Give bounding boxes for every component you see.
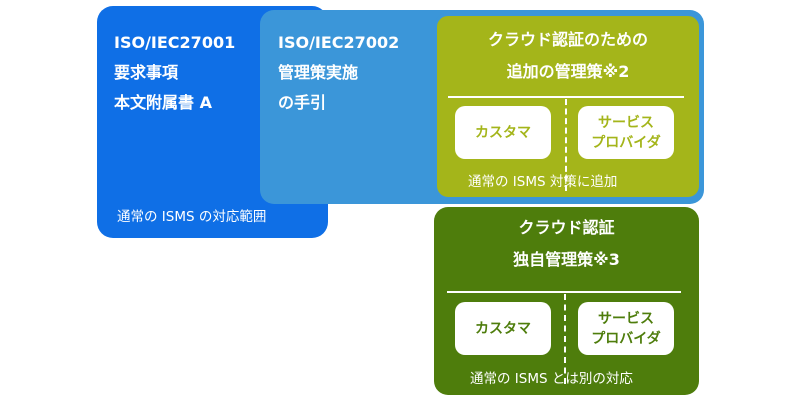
- iso27001-caption: 通常の ISMS の対応範囲: [117, 209, 267, 225]
- cloud-unique-caption: 通常の ISMS とは別の対応: [470, 371, 633, 387]
- iso27002-title-line: の手引: [278, 93, 327, 112]
- service-provider-card: サービス プロバイダ: [578, 106, 674, 159]
- provider-label-line: サービス: [597, 310, 654, 327]
- provider-label-line: プロバイダ: [591, 134, 661, 151]
- divider-line: [448, 96, 684, 98]
- customer-card: カスタマ: [455, 302, 551, 355]
- cloud-additional-title-line: 追加の管理策※2: [506, 62, 630, 81]
- iso27002-title-line: 管理策実施: [278, 63, 359, 82]
- provider-label-line: プロバイダ: [591, 330, 661, 347]
- customer-card: カスタマ: [455, 106, 551, 159]
- cloud-unique-title: クラウド認証 独自管理策※3: [434, 212, 699, 276]
- cloud-additional-title: クラウド認証のための 追加の管理策※2: [434, 24, 702, 88]
- iso27001-title-line: ISO/IEC27001: [114, 33, 236, 52]
- cloud-additional-caption: 通常の ISMS 対策に追加: [468, 174, 618, 190]
- iso27001-title: ISO/IEC27001 要求事項 本文附属書 A: [114, 28, 235, 118]
- cloud-unique-title-line: クラウド認証: [518, 218, 615, 237]
- dashed-separator: [565, 99, 567, 191]
- provider-label-line: サービス: [597, 114, 654, 131]
- iso27001-title-line: 本文附属書 A: [114, 93, 212, 112]
- cloud-unique-controls-box: [434, 207, 699, 395]
- iso27002-title-line: ISO/IEC27002: [278, 33, 400, 52]
- dashed-separator: [564, 294, 566, 384]
- customer-label: カスタマ: [475, 320, 531, 337]
- iso27001-title-line: 要求事項: [114, 63, 179, 82]
- cloud-additional-title-line: クラウド認証のための: [487, 30, 648, 49]
- service-provider-card: サービス プロバイダ: [578, 302, 674, 355]
- divider-line: [447, 291, 681, 293]
- cloud-unique-title-line: 独自管理策※3: [513, 250, 620, 269]
- customer-label: カスタマ: [475, 124, 531, 141]
- iso27002-title: ISO/IEC27002 管理策実施 の手引: [278, 28, 399, 118]
